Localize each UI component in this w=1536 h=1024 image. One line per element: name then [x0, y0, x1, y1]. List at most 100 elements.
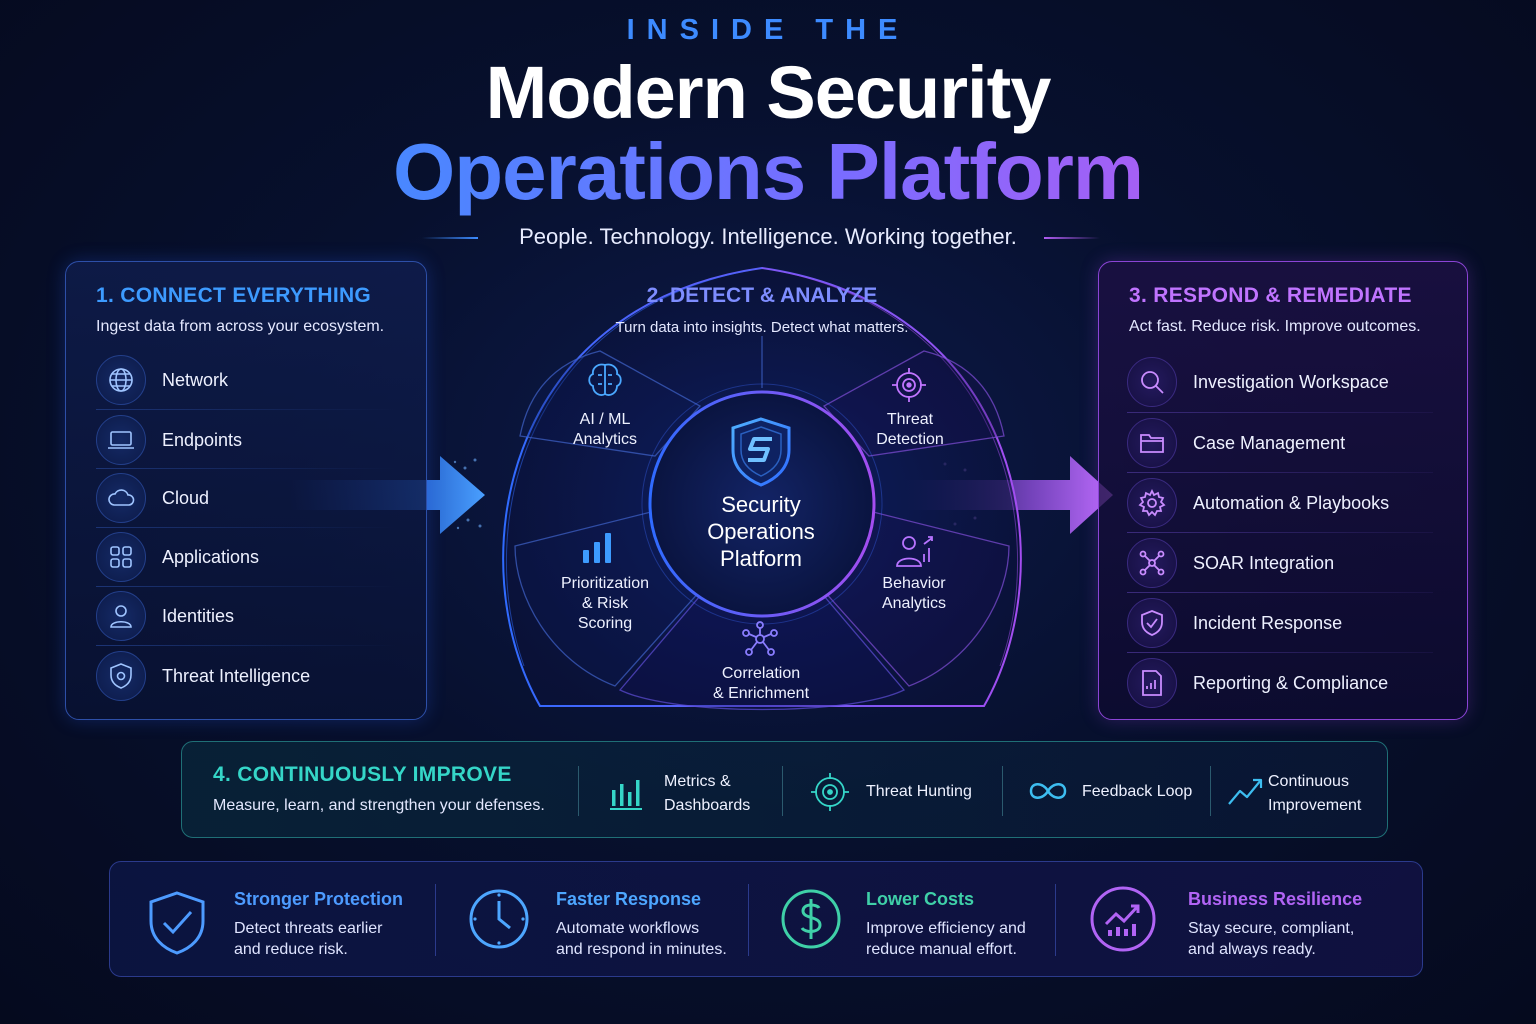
respond-item-incident-response: Incident Response [1127, 594, 1342, 652]
tagline-divider-right [1044, 237, 1100, 239]
benefit-line: Automate workflows [556, 920, 700, 937]
segment-line: Prioritization [560, 575, 650, 592]
page-title-line1: Modern Security [485, 51, 1052, 134]
benefit-title: Lower Costs [866, 889, 975, 909]
user-icon [96, 591, 146, 641]
core-platform-label: Security Operations Platform [661, 491, 861, 572]
clock-icon [469, 889, 529, 949]
infinity-icon [1029, 783, 1067, 799]
magnifier-icon [1127, 357, 1177, 407]
benefits-panel: Stronger Protection Detect threats earli… [109, 861, 1423, 977]
improve-line: Continuous [1268, 773, 1349, 790]
tagline: People. Technology. Intelligence. Workin… [519, 224, 1017, 249]
benefit-line: Stay secure, compliant, [1188, 920, 1355, 937]
divider [1210, 766, 1211, 816]
security-shield-logo-icon [731, 417, 791, 487]
segment-line: Detection [876, 431, 944, 448]
respond-item-label: Investigation Workspace [1193, 371, 1389, 392]
benefit-description: Detect threats earlier and reduce risk. [234, 918, 383, 960]
crosshair-icon [811, 773, 849, 811]
row-divider [96, 468, 396, 469]
connect-item-label: Network [162, 369, 229, 390]
globe-icon [96, 355, 146, 405]
segment-line: & Risk [581, 595, 629, 612]
improve-item-metrics: Metrics & Dashboards [664, 770, 750, 818]
benefit-title: Stronger Protection [234, 889, 404, 909]
shield-check-icon [149, 891, 205, 955]
divider [1002, 766, 1003, 816]
respond-item-automation: Automation & Playbooks [1127, 474, 1389, 532]
row-divider [96, 409, 396, 410]
segment-ai-ml-label: AI / ML Analytics [555, 410, 655, 450]
connect-item-applications: Applications [96, 528, 259, 586]
connect-everything-panel: 1. CONNECT EVERYTHING Ingest data from a… [65, 261, 427, 720]
bar-chart-icon [610, 780, 642, 810]
hub-icon [1127, 538, 1177, 588]
growth-chart-icon [1090, 886, 1156, 952]
respond-item-label: Case Management [1193, 432, 1346, 453]
core-line: Operations [707, 519, 815, 544]
user-chart-icon [896, 536, 933, 567]
benefit-description: Stay secure, compliant, and always ready… [1188, 918, 1354, 960]
divider [782, 766, 783, 816]
respond-item-label: Incident Response [1193, 612, 1343, 633]
respond-item-investigation: Investigation Workspace [1127, 353, 1389, 411]
benefit-description: Automate workflows and respond in minute… [556, 918, 727, 960]
segment-line: Behavior [882, 575, 946, 592]
row-divider [1127, 472, 1433, 473]
respond-subtitle: Act fast. Reduce risk. Improve outcomes. [1129, 318, 1421, 335]
divider [435, 884, 436, 956]
improve-title: 4. CONTINUOUSLY IMPROVE [213, 763, 512, 786]
segment-line: Scoring [577, 615, 633, 632]
segment-behavior-analytics-label: Behavior Analytics [862, 574, 966, 614]
row-divider [1127, 592, 1433, 593]
detect-analyze-wheel [502, 266, 1022, 711]
benefit-line: and respond in minutes. [556, 941, 727, 958]
connect-item-cloud: Cloud [96, 469, 209, 527]
connect-item-label: Threat Intelligence [162, 665, 311, 686]
row-divider [96, 586, 396, 587]
respond-item-case-management: Case Management [1127, 414, 1345, 472]
network-nodes-icon [742, 621, 778, 656]
respond-remediate-panel: 3. RESPOND & REMEDIATE Act fast. Reduce … [1098, 261, 1468, 720]
respond-item-label: SOAR Integration [1193, 552, 1335, 573]
improve-item-continuous-improvement: Continuous Improvement [1268, 770, 1361, 818]
respond-item-soar: SOAR Integration [1127, 534, 1334, 592]
segment-correlation-label: Correlation & Enrichment [696, 664, 826, 704]
segment-line: & Enrichment [712, 685, 810, 702]
benefit-description: Improve efficiency and reduce manual eff… [866, 918, 1026, 960]
continuously-improve-panel: 4. CONTINUOUSLY IMPROVE Measure, learn, … [181, 741, 1388, 838]
divider [578, 766, 579, 816]
segment-line: AI / ML [579, 411, 631, 428]
core-line: Platform [720, 546, 802, 571]
row-divider [1127, 652, 1433, 653]
gear-icon [1127, 478, 1177, 528]
connect-item-label: Applications [162, 546, 260, 567]
segment-line: Analytics [881, 595, 947, 612]
connect-subtitle: Ingest data from across your ecosystem. [96, 318, 385, 335]
brain-chip-icon [588, 363, 622, 396]
target-icon [892, 368, 926, 402]
row-divider [96, 645, 396, 646]
benefit-line: and reduce risk. [234, 941, 348, 958]
detect-title: 2. DETECT & ANALYZE [646, 284, 878, 307]
eyebrow-text: INSIDE THE [626, 14, 910, 46]
segment-line: Analytics [572, 431, 638, 448]
document-icon [1127, 658, 1177, 708]
connect-item-threat-intelligence: Threat Intelligence [96, 647, 310, 705]
shield-icon [96, 651, 146, 701]
improve-subtitle: Measure, learn, and strengthen your defe… [213, 797, 545, 814]
respond-title: 3. RESPOND & REMEDIATE [1129, 284, 1412, 307]
benefit-line: Detect threats earlier [234, 920, 383, 937]
improve-item-threat-hunting: Threat Hunting [866, 783, 972, 800]
connect-item-label: Endpoints [162, 429, 243, 450]
tagline-divider-left [422, 237, 478, 239]
improve-line: Metrics & [664, 773, 731, 790]
folder-icon [1127, 418, 1177, 468]
connect-title: 1. CONNECT EVERYTHING [96, 284, 372, 307]
bar-chart-icon [583, 533, 611, 563]
shield-check-icon [1127, 598, 1177, 648]
benefit-line: Improve efficiency and [866, 920, 1026, 937]
connect-item-network: Network [96, 351, 228, 409]
benefit-line: and always ready. [1188, 941, 1316, 958]
